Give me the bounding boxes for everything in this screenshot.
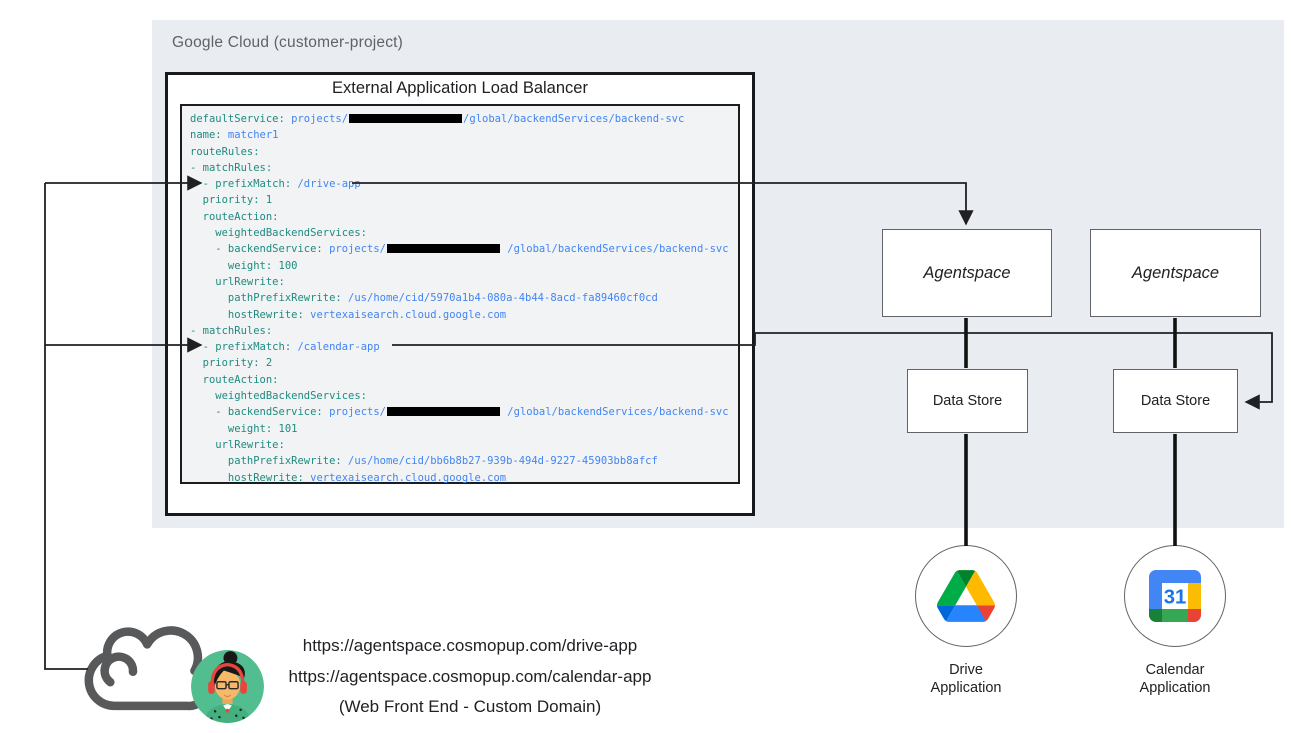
calendar-app-circle: 31 [1124, 545, 1226, 647]
yaml-code: defaultService: projects//global/backend… [190, 113, 729, 484]
agentspace-box-2: Agentspace [1090, 229, 1261, 317]
google-calendar-icon: 31 [1149, 570, 1201, 622]
drive-app-label: Drive Application [930, 662, 1002, 696]
data-store-box-1: Data Store [907, 369, 1028, 433]
frontend-urls: https://agentspace.cosmopup.com/drive-ap… [240, 631, 700, 723]
google-cloud-panel-title: Google Cloud (customer-project) [172, 34, 404, 51]
frontend-caption: (Web Front End - Custom Domain) [338, 697, 602, 716]
google-drive-icon [937, 570, 995, 622]
calendar-app-label: Calendar Application [1139, 662, 1211, 696]
user-trunk-line [44, 183, 88, 670]
agentspace-label: Agentspace [1131, 263, 1220, 282]
calendar-day-number: 31 [1164, 586, 1187, 608]
data-store-label: Data Store [1140, 393, 1211, 409]
load-balancer-title: External Application Load Balancer [332, 79, 588, 97]
agentspace-box-1: Agentspace [882, 229, 1052, 317]
data-store-label: Data Store [932, 393, 1003, 409]
drive-app-circle [915, 545, 1017, 647]
yaml-code-box: defaultService: projects//global/backend… [180, 104, 740, 484]
url-calendar-app: https://agentspace.cosmopup.com/calendar… [288, 666, 652, 686]
user-avatar-icon [191, 650, 264, 723]
agentspace-label: Agentspace [923, 263, 1011, 282]
data-store-box-2: Data Store [1113, 369, 1238, 433]
url-drive-app: https://agentspace.cosmopup.com/drive-ap… [302, 636, 638, 655]
